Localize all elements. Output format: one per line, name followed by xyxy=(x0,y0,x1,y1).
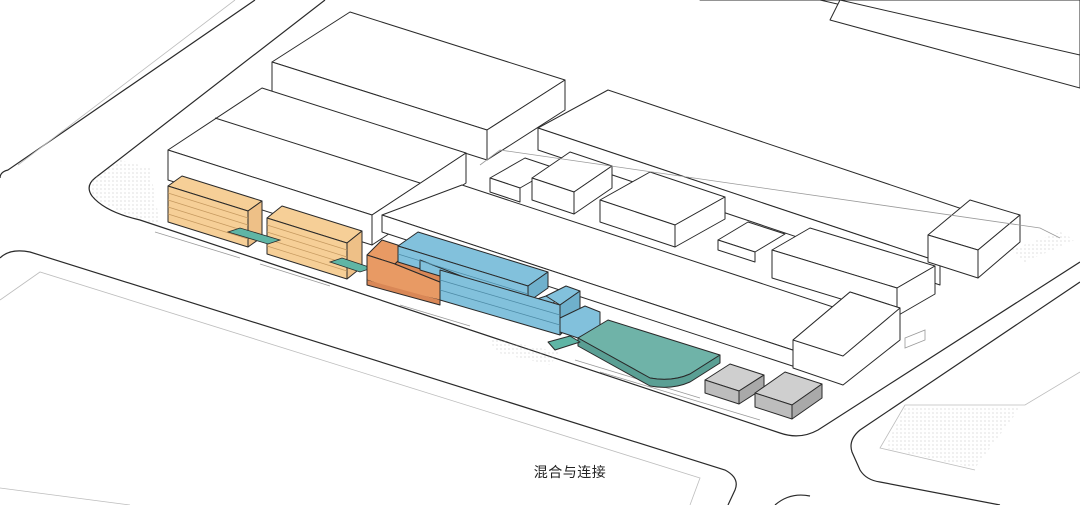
stippled-landscape xyxy=(89,160,1075,468)
diagram-caption: 混合与连接 xyxy=(533,465,607,481)
building-small-3-side xyxy=(674,196,726,248)
building-small-2-side xyxy=(573,165,613,215)
building-small-1-front xyxy=(489,177,521,203)
building-central-slab-right-top xyxy=(792,291,901,357)
building-top-1-side xyxy=(486,79,566,161)
building-far-top-2 xyxy=(829,0,1080,89)
building-small-4-front xyxy=(717,239,756,263)
block-bottom-left xyxy=(0,250,737,505)
grey-block-2 xyxy=(754,371,823,420)
teal-block xyxy=(547,319,721,388)
road-bottom-right-curve xyxy=(774,494,811,505)
block-top-left-inner xyxy=(17,0,236,166)
site-boundary xyxy=(88,0,1080,437)
building-right-2-side xyxy=(977,214,1021,279)
block-bottom-left-inner xyxy=(0,271,701,505)
block-top-left xyxy=(0,0,256,179)
road-bottom-line xyxy=(0,487,131,505)
blue-stepped-block xyxy=(397,231,601,339)
building-mid-1-ridge xyxy=(214,117,421,184)
grey-block-1 xyxy=(704,363,765,405)
block-bottom-right xyxy=(850,281,1080,505)
block-bottom-right-inner xyxy=(879,371,1080,471)
